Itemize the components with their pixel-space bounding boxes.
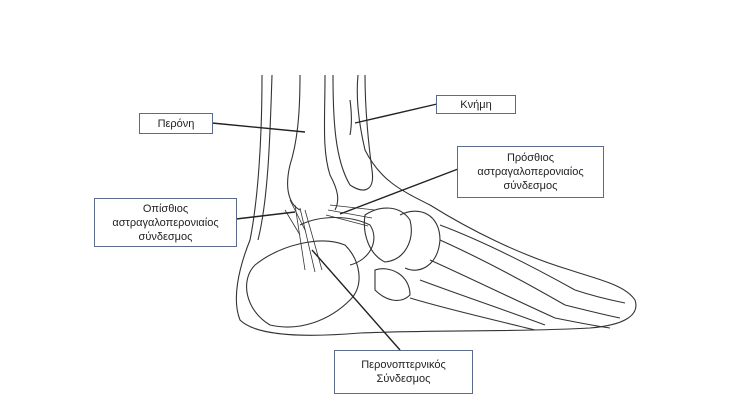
calcaneus-bone xyxy=(246,217,375,328)
calcaneofibular-ligament-label: Περονοπτερνικός Σύνδεσμος xyxy=(334,350,473,394)
posterior-talofibular-ligament-label: Οπίσθιος αστραγαλοπερονιαίος σύνδεσμος xyxy=(94,198,237,247)
label-line: Σύνδεσμος xyxy=(376,373,431,385)
fibula-leader-line xyxy=(211,122,306,133)
tibia-label: Κνήμη xyxy=(436,95,516,114)
label-line: σύνδεσμος xyxy=(503,180,558,192)
foot-bones xyxy=(363,207,626,331)
leader-lines xyxy=(211,103,459,351)
label-line: σύνδεσμος xyxy=(138,230,193,243)
fibula-label: Περόνη xyxy=(139,113,213,134)
calcaneofibular-leader-line xyxy=(311,249,401,351)
anterior-leader-line xyxy=(339,168,459,215)
label-line: αστραγαλοπερονιαίος xyxy=(477,166,584,178)
tibia-leader-line xyxy=(354,103,438,124)
ligament-fibers xyxy=(284,199,376,273)
tibia-label-text: Κνήμη xyxy=(460,98,492,111)
label-line: αστραγαλοπερονιαίος xyxy=(112,216,219,229)
label-line: Περονοπτερνικός xyxy=(361,359,446,371)
label-line: Οπίσθιος xyxy=(142,202,189,215)
anterior-talofibular-ligament-label: Πρόσθιος αστραγαλοπερονιαίος σύνδεσμος xyxy=(457,146,604,198)
fibula-label-text: Περόνη xyxy=(157,117,195,130)
label-line: Πρόσθιος xyxy=(506,152,555,164)
leg-bones xyxy=(287,74,374,211)
foot-outline xyxy=(235,74,637,336)
posterior-leader-line xyxy=(235,211,296,220)
